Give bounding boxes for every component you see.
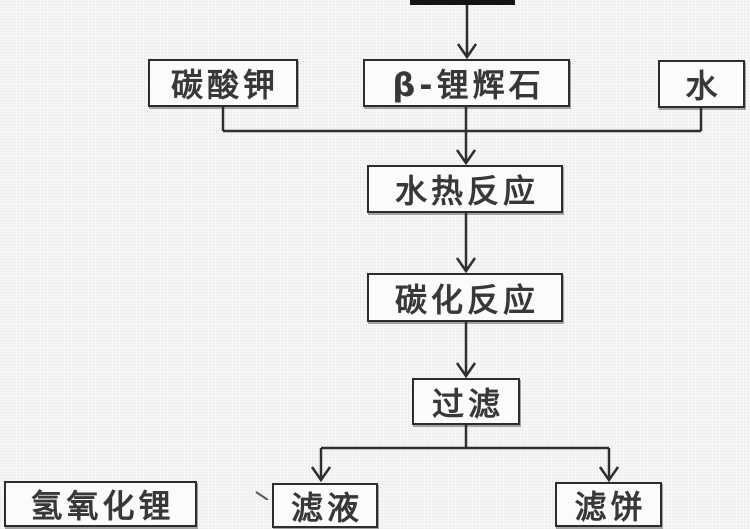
node-filtrate: 滤液 [272, 483, 378, 528]
connector-filter-split [321, 425, 609, 450]
flow-connectors [221, 4, 703, 500]
arrow-split-to-filter-cake [598, 448, 620, 483]
node-lithium-hydroxide: 氢氧化锂 [4, 481, 197, 527]
arrow-split-to-filtrate [310, 448, 332, 483]
connector-merge-inputs [221, 107, 703, 133]
node-filter-cake: 滤饼 [555, 482, 662, 527]
arrow-top-to-spodumene [456, 4, 478, 60]
arrow-carbonation-to-filtration [455, 322, 477, 379]
node-beta-spodumene: β-锂辉石 [363, 59, 570, 107]
arrow-merge-to-hydrothermal [455, 107, 477, 166]
flowchart-canvas: 碳酸钾 β-锂辉石 水 水热反应 碳化反应 过滤 氢氧化锂 滤液 滤饼 [4, 0, 745, 528]
arrow-fragment-filtrate-to-lioh [255, 491, 269, 500]
cropped-top-node-edge [410, 0, 515, 5]
node-hydrothermal-reaction: 水热反应 [367, 165, 563, 213]
node-potassium-carbonate: 碳酸钾 [148, 59, 298, 107]
node-filtration: 过滤 [412, 378, 520, 425]
arrow-hydrothermal-to-carbonation [455, 213, 477, 274]
node-water: 水 [658, 60, 745, 108]
node-carbonation-reaction: 碳化反应 [367, 273, 563, 322]
